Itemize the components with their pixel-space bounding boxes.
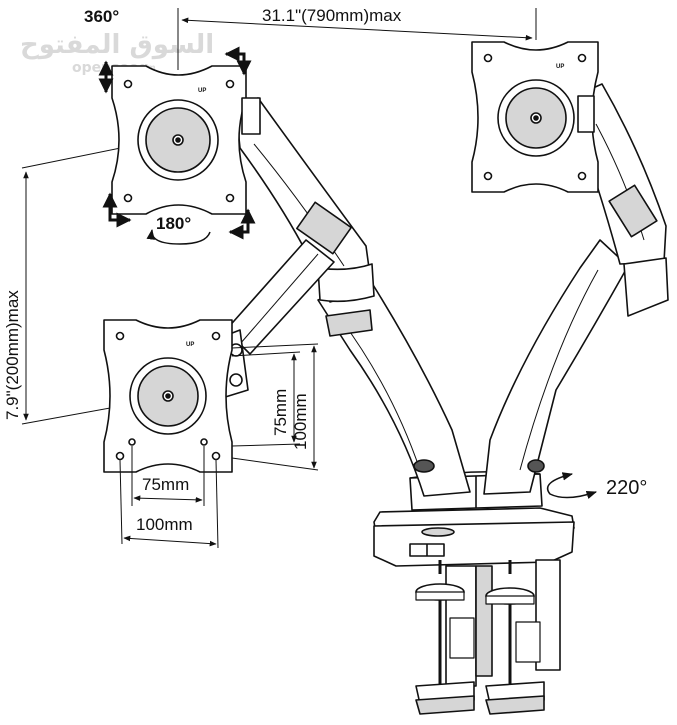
vesa-plate-top-left bbox=[111, 65, 261, 215]
height-label: 7.9"(200mm)max bbox=[3, 290, 22, 420]
height-dimension: 7.9"(200mm)max bbox=[3, 139, 166, 425]
vesa-inner-vertical-label: 75mm bbox=[271, 389, 290, 436]
rotate-label: 180° bbox=[156, 214, 191, 233]
upper-arm-right bbox=[577, 83, 669, 317]
plate-up-label-2: UP bbox=[556, 64, 564, 70]
vesa-outer-vertical-label: 100mm bbox=[291, 393, 310, 450]
lower-arm-right bbox=[483, 239, 629, 495]
vesa-plate-top-right bbox=[471, 41, 599, 193]
vesa-plate-bottom-left bbox=[103, 319, 233, 473]
vesa-outer-horizontal-label: 100mm bbox=[136, 515, 193, 534]
rotate-indicator: 180° bbox=[146, 214, 211, 245]
lower-arm-left bbox=[317, 279, 471, 497]
watermark-arabic: السوق المفتوح bbox=[20, 30, 214, 60]
plate-up-label-1: UP bbox=[198, 88, 206, 94]
vesa-horizontal-dimensions bbox=[119, 446, 219, 549]
swivel-indicator: 360° bbox=[84, 7, 256, 240]
vesa-inner-horizontal-label: 75mm bbox=[142, 475, 189, 494]
swivel-label: 360° bbox=[84, 7, 119, 26]
width-dimension: 31.1"(790mm)max bbox=[177, 6, 537, 70]
base-rotation-label: 220° bbox=[606, 477, 647, 499]
plate-up-label-3: UP bbox=[186, 342, 194, 348]
width-label: 31.1"(790mm)max bbox=[262, 6, 402, 25]
base-rotation-indicator: 220° bbox=[546, 472, 647, 499]
vesa-vertical-dimensions bbox=[231, 343, 319, 471]
extended-arm-left bbox=[213, 239, 335, 399]
desk-clamp-base bbox=[373, 507, 575, 715]
upper-arm-left bbox=[235, 97, 375, 337]
